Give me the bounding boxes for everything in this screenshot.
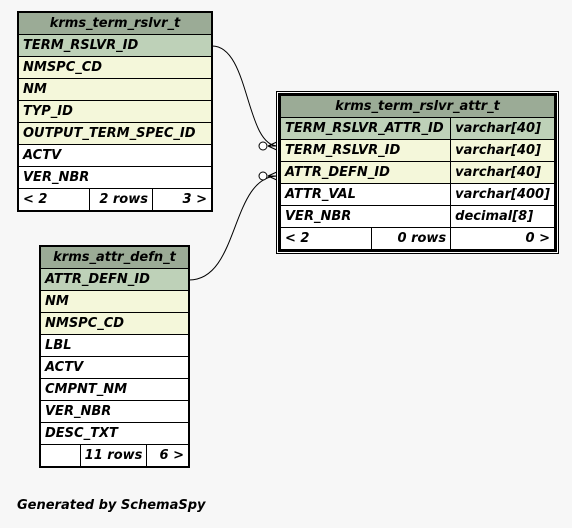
column-row[interactable]: NMSPC_CD (18, 56, 212, 79)
column-row[interactable]: NM (18, 78, 212, 101)
row-count: 0 rows (370, 227, 452, 250)
column-type: varchar[40] (450, 117, 555, 140)
column-row[interactable]: NM (40, 290, 189, 313)
column-row[interactable]: NMSPC_CD (40, 312, 189, 335)
table-title[interactable]: krms_term_rslvr_t (18, 12, 212, 35)
column-name[interactable]: ACTV (18, 144, 212, 167)
column-name[interactable]: NM (18, 78, 212, 101)
column-name[interactable]: LBL (40, 334, 189, 357)
column-name[interactable]: NMSPC_CD (40, 312, 189, 335)
relationship-rslvr-to-attr (211, 45, 279, 147)
column-row[interactable]: TYP_ID (18, 100, 212, 123)
column-type: varchar[40] (450, 161, 555, 184)
column-name[interactable]: NMSPC_CD (18, 56, 212, 79)
column-name[interactable]: TERM_RSLVR_ID (18, 34, 212, 57)
column-row[interactable]: ACTV (18, 144, 212, 167)
column-row[interactable]: DESC_TXT (40, 422, 189, 445)
column-type: varchar[40] (450, 139, 555, 162)
parents-count[interactable] (40, 444, 81, 467)
column-type: varchar[400] (450, 183, 555, 206)
generated-by-label: Generated by SchemaSpy (17, 498, 206, 513)
column-type: decimal[8] (450, 205, 555, 228)
children-count[interactable]: 6 > (146, 444, 189, 467)
crowfoot-icon (267, 140, 280, 152)
optional-circle-icon (258, 141, 268, 151)
parents-count[interactable]: < 2 (18, 188, 90, 211)
column-name[interactable]: DESC_TXT (40, 422, 189, 445)
column-name[interactable]: VER_NBR (40, 400, 189, 423)
column-name[interactable]: OUTPUT_TERM_SPEC_ID (18, 122, 212, 145)
column-name[interactable]: ATTR_VAL (279, 183, 452, 206)
column-row[interactable]: OUTPUT_TERM_SPEC_ID (18, 122, 212, 145)
table-krms-term-rslvr-attr-t[interactable]: krms_term_rslvr_attr_t TERM_RSLVR_ATTR_I… (278, 93, 557, 252)
column-name[interactable]: TERM_RSLVR_ATTR_ID (279, 117, 452, 140)
column-row[interactable]: TERM_RSLVR_ID (18, 34, 212, 57)
column-name[interactable]: ATTR_DEFN_ID (40, 268, 189, 291)
column-row[interactable]: VER_NBR (40, 400, 189, 423)
crowfoot-icon (267, 170, 280, 182)
table-title[interactable]: krms_attr_defn_t (40, 246, 189, 269)
children-count[interactable]: 3 > (152, 188, 212, 211)
column-row[interactable]: VER_NBR (18, 166, 212, 189)
optional-circle-icon (258, 171, 268, 181)
column-name[interactable]: TERM_RSLVR_ID (279, 139, 452, 162)
column-row[interactable]: ATTR_DEFN_ID (40, 268, 189, 291)
column-name[interactable]: VER_NBR (18, 166, 212, 189)
column-name[interactable]: ACTV (40, 356, 189, 379)
column-row[interactable]: LBL (40, 334, 189, 357)
column-name[interactable]: VER_NBR (279, 205, 452, 228)
row-count: 11 rows (79, 444, 148, 467)
children-count[interactable]: 0 > (450, 227, 555, 250)
column-row[interactable]: CMPNT_NM (40, 378, 189, 401)
table-title[interactable]: krms_term_rslvr_attr_t (280, 95, 555, 118)
parents-count[interactable]: < 2 (280, 227, 372, 250)
column-name[interactable]: CMPNT_NM (40, 378, 189, 401)
column-name[interactable]: TYP_ID (18, 100, 212, 123)
column-name[interactable]: NM (40, 290, 189, 313)
column-name[interactable]: ATTR_DEFN_ID (279, 161, 452, 184)
row-count: 2 rows (89, 188, 153, 211)
column-row[interactable]: ACTV (40, 356, 189, 379)
